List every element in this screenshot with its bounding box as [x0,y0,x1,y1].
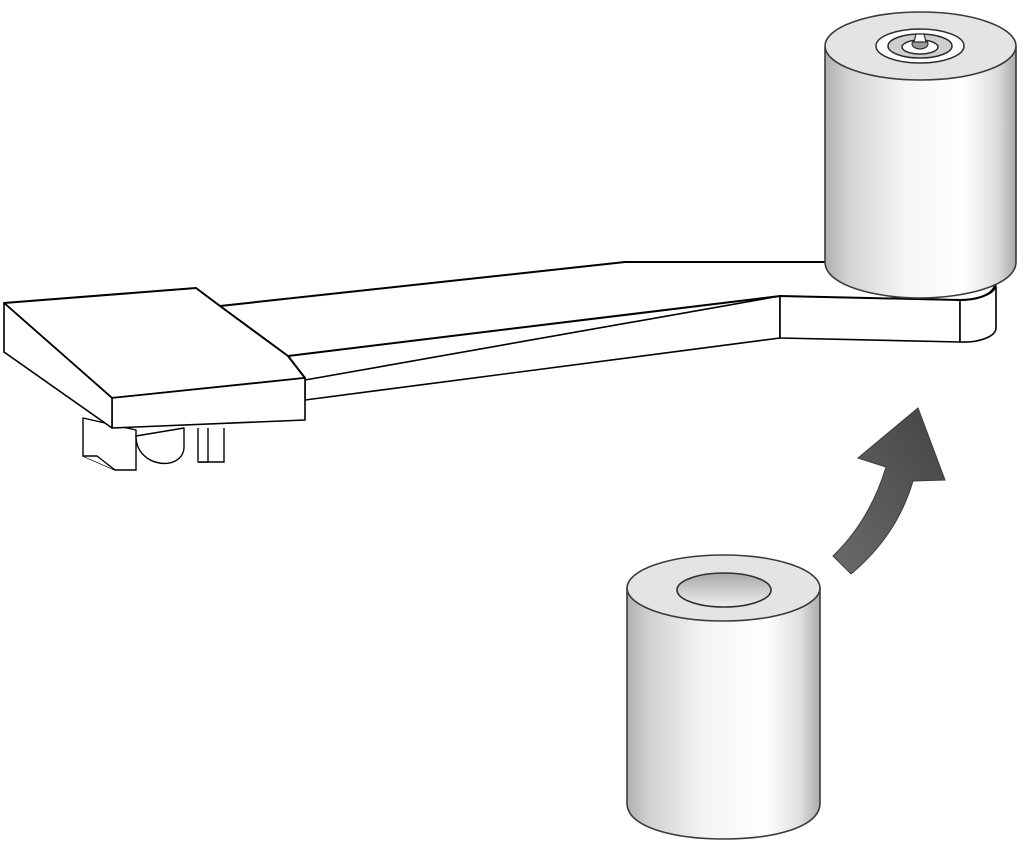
mounting-feet [82,417,225,471]
lever-arm [3,261,997,471]
loose-roller [626,554,821,840]
installed-roller [824,11,1017,299]
installation-arrow [832,407,946,575]
